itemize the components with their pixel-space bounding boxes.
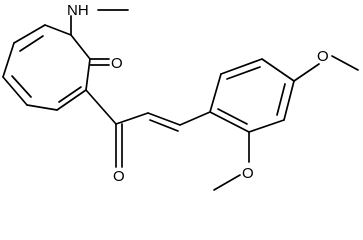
para-methoxy-group: O	[293, 48, 359, 82]
molecule-diagram: O NH O O O	[2, 2, 359, 191]
benzene-ring	[209, 58, 295, 133]
enone-oxygen-label: O	[113, 168, 125, 185]
ortho-methoxy-group: O	[213, 131, 254, 191]
nh-label: NH	[67, 2, 89, 19]
para-methoxy-oxygen-label: O	[317, 48, 329, 65]
ortho-methoxy-oxygen-label: O	[242, 165, 254, 182]
ring-ketone-group: O	[89, 55, 123, 72]
enone-linker: O	[85, 89, 211, 185]
cycloheptatrienone-ring	[2, 24, 91, 111]
methylamino-group: NH	[67, 2, 129, 36]
ketone-oxygen-label: O	[111, 55, 123, 72]
